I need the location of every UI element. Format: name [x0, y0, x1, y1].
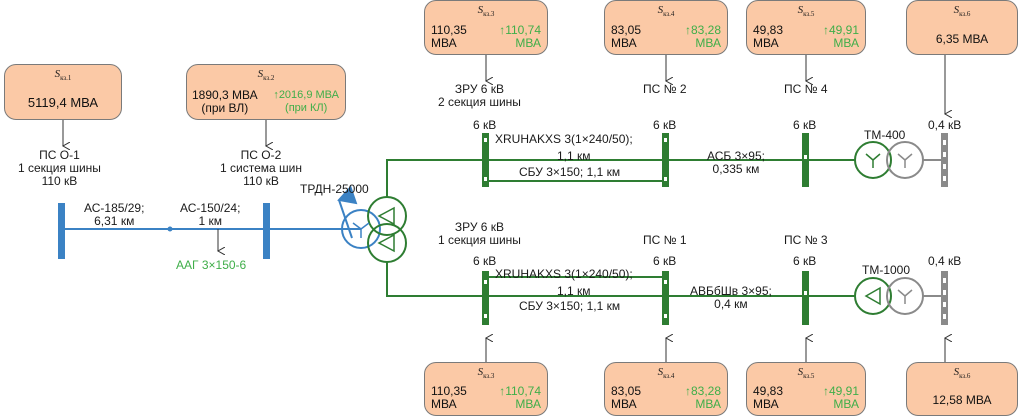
transformer-trdn-25000 — [337, 185, 407, 263]
zru-bot-label: ЗРУ 6 кВ 1 секция шины — [438, 220, 521, 247]
kv6-d-label: 6 кВ — [473, 254, 497, 268]
hv-110kv-line — [58, 203, 361, 259]
aag-label: ААГ 3×150-6 — [176, 258, 247, 272]
sk2-label: Sкз.2 — [257, 68, 275, 83]
zru-top-label: ЗРУ 6 кВ 2 секция шины — [438, 82, 521, 109]
cable-bot-1: XRUHAKXS 3(1×240/50); — [495, 267, 633, 281]
kv6-a-label: 6 кВ — [473, 118, 497, 132]
sk5-top-label: Sкз.5 — [797, 4, 815, 19]
sk3-top-box: Sкз.3 110,35 МВА ↑110,74 МВА — [424, 0, 548, 55]
mv-busbars-upper — [482, 133, 809, 187]
sk6-bot-box: Sкз.6 12,58 МВА — [906, 362, 1018, 416]
sk1-label: Sкз.1 — [54, 68, 72, 83]
sk4-top-alt: ↑83,28 МВА — [684, 23, 721, 50]
sk5-bot-label: Sкз.5 — [797, 366, 815, 381]
busbar-ps-o1 — [58, 203, 65, 259]
busbar-marks — [484, 138, 946, 319]
sk4-top-box: Sкз.4 83,05 МВА ↑83,28 МВА — [604, 0, 728, 55]
sk5-bot-value: 49,83 МВА — [753, 384, 784, 411]
sk1-value: 5119,4 МВА — [27, 95, 99, 110]
cable-bot-3: СБУ 3×150; 1,1 км — [519, 299, 621, 313]
busbar-ps-o2 — [263, 203, 270, 259]
sk4-top-value: 83,05 МВА — [611, 23, 642, 50]
sk6-top-box: Sкз.6 6,35 МВА — [906, 0, 1018, 55]
ps-o2-label: ПС О-2 1 система шин 110 кВ — [220, 148, 302, 188]
mv-6kv-lower — [386, 262, 855, 297]
ps2-label: ПС № 2 — [643, 82, 687, 96]
sk3-top-alt: ↑110,74 МВА — [499, 23, 541, 50]
kv6-f-label: 6 кВ — [793, 254, 817, 268]
transformer-tm-400 — [854, 133, 948, 187]
trdn-label: ТРДН-25000 — [300, 182, 369, 196]
cable-top-1: XRUHAKXS 3(1×240/50); — [495, 132, 633, 146]
ps1-label: ПС № 1 — [643, 233, 687, 247]
source-arrows — [63, 55, 945, 362]
tm400-label: ТМ-400 — [864, 128, 906, 142]
ps-o1-label: ПС О-1 1 секция шины 110 кВ — [18, 148, 101, 188]
line-ac150-label: АС-150/24; 1 км — [180, 201, 241, 228]
sk5-top-alt: ↑49,91 МВА — [822, 23, 859, 50]
sk6-bot-value: 12,58 МВА — [932, 393, 992, 407]
kv6-b-label: 6 кВ — [653, 118, 677, 132]
cable-top-3: СБУ 3×150; 1,1 км — [519, 165, 621, 179]
sk4-bot-box: Sкз.4 83,05 МВА ↑83,28 МВА — [604, 362, 728, 416]
sk5-bot-box: Sкз.5 49,83 МВА ↑49,91 МВА — [746, 362, 866, 416]
sk4-bot-value: 83,05 МВА — [611, 384, 642, 411]
sk2-value: 1890,3 МВА (при ВЛ) — [192, 88, 258, 115]
tm1000-label: ТМ-1000 — [862, 263, 911, 277]
transformer-tm-1000 — [854, 271, 948, 325]
sk5-bot-alt: ↑49,91 МВА — [822, 384, 859, 411]
kv04-bot-label: 0,4 кВ — [928, 254, 962, 268]
cable-bot-2: 1,1 км — [557, 284, 591, 298]
sk4-top-label: Sкз.4 — [657, 4, 675, 19]
sk6-bot-label: Sкз.6 — [953, 366, 971, 381]
ps3-label: ПС № 3 — [784, 233, 828, 247]
sk6-top-value: 6,35 МВА — [935, 32, 989, 46]
sk5-top-box: Sкз.5 49,83 МВА ↑49,91 МВА — [746, 0, 866, 55]
sk5-top-value: 49,83 МВА — [753, 23, 784, 50]
sk2-alt: ↑2016,9 МВА (при КЛ) — [273, 89, 339, 114]
sk3-top-label: Sкз.3 — [477, 4, 495, 19]
asb-label: АСБ 3×95; 0,335 км — [707, 149, 765, 176]
sk3-bot-box: Sкз.3 110,35 МВА ↑110,74 МВА — [424, 362, 548, 416]
line-ac185-label: АС-185/29; 6,31 км — [84, 201, 145, 228]
sk4-bot-alt: ↑83,28 МВА — [684, 384, 721, 411]
kv6-c-label: 6 кВ — [793, 118, 817, 132]
sk2-box: Sкз.2 1890,3 МВА (при ВЛ) ↑2016,9 МВА (п… — [186, 64, 346, 120]
ps4-label: ПС № 4 — [784, 82, 828, 96]
cable-top-2: 1,1 км — [557, 149, 591, 163]
kv04-top-label: 0,4 кВ — [928, 118, 962, 132]
sk6-top-label: Sкз.6 — [953, 4, 971, 19]
avvbshv-label: АВБбШв 3×95; 0,4 км — [690, 284, 772, 311]
sk1-box: Sкз.1 5119,4 МВА — [4, 64, 122, 120]
sk3-bot-alt: ↑110,74 МВА — [499, 384, 541, 411]
mv-6kv-upper — [386, 159, 855, 197]
sk3-bot-label: Sкз.3 — [477, 366, 495, 381]
kv6-e-label: 6 кВ — [653, 254, 677, 268]
sk3-top-value: 110,35 МВА — [431, 23, 467, 50]
mv-busbars-lower — [482, 271, 809, 325]
sk3-bot-value: 110,35 МВА — [431, 384, 467, 411]
sk4-bot-label: Sкз.4 — [657, 366, 675, 381]
